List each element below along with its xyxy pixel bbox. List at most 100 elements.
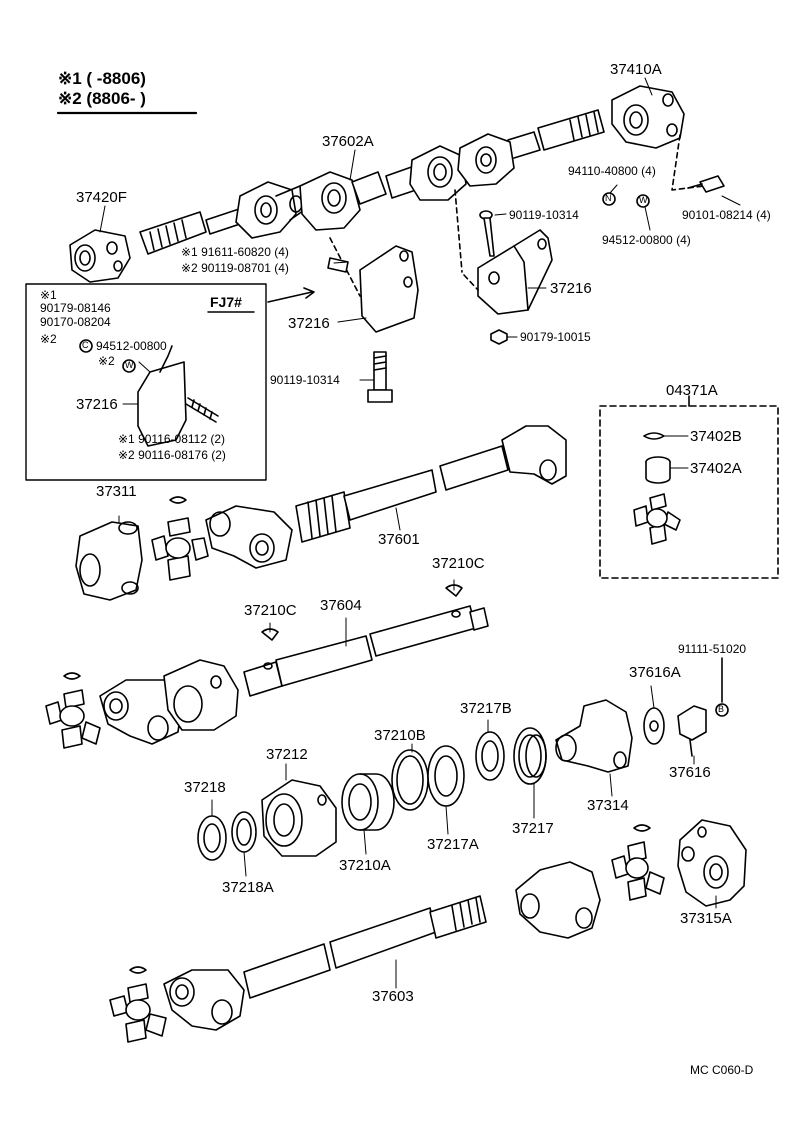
kit-04371A-box [599, 405, 779, 579]
flange-yoke-37314 [555, 699, 633, 773]
label-91111-51020: 91111-51020 [678, 642, 747, 656]
legend-line-2: ※2 (8806- ) [58, 89, 146, 108]
dashed-guide-mid [454, 189, 463, 273]
spline-shaft-top-right [537, 109, 605, 151]
label-37311: 37311 [96, 483, 137, 500]
spider-cross-4 [611, 841, 665, 901]
marker-b-circle [715, 703, 729, 717]
yoke-37604-left [99, 679, 183, 745]
bolt-91611 [327, 257, 349, 273]
snap-ring-3 [129, 966, 147, 974]
snap-ring-37402B [643, 432, 665, 440]
marker-n: N [605, 193, 612, 203]
shaft-37603 [243, 895, 487, 999]
label-90119-08701: ※2 90119-08701 (4) [181, 261, 289, 275]
dust-cover-37217 [513, 727, 547, 785]
nut-90179 [490, 329, 508, 345]
inset-marker-c-circle [79, 339, 93, 353]
dashed-guide-top-right [671, 134, 721, 191]
diagram-code: MC C060-D [690, 1063, 754, 1077]
yoke-37603-left [163, 969, 245, 1031]
bolt-90119-lower [367, 351, 393, 403]
shaft-37601 [295, 445, 509, 543]
label-37218: 37218 [184, 779, 226, 796]
spider-kit [633, 493, 681, 545]
yoke-37601-right [501, 425, 567, 485]
lock-plate-37616 [677, 705, 707, 757]
yoke-top-mid [299, 171, 361, 231]
snap-ring-1 [169, 496, 187, 504]
label-37402B: 37402B [690, 428, 742, 445]
slip-yoke-37604 [163, 659, 239, 731]
label-37210C-left: 37210C [244, 602, 297, 619]
bearing-cup-37402A [645, 456, 671, 484]
inset-arrow [267, 291, 313, 303]
inset-arrowhead [303, 287, 315, 299]
bolt-90101 [687, 175, 725, 193]
inset-stud [185, 397, 219, 423]
flange-37311 [75, 521, 143, 601]
inset-box [25, 283, 267, 481]
spider-cross-1 [151, 517, 209, 581]
flange-37410A [611, 85, 685, 149]
label-37210B: 37210B [374, 727, 426, 744]
label-37210A: 37210A [339, 857, 391, 874]
inset-star2: ※2 [40, 332, 57, 346]
bracket-37216-left [359, 245, 419, 333]
inset-title: FJ7# [210, 294, 242, 310]
yoke-37601 [205, 505, 293, 569]
label-90119-10314-lower: 90119-10314 [270, 373, 340, 387]
leader-lines [99, 77, 741, 989]
marker-w: W [639, 195, 648, 205]
inset-marker-w-circle [122, 359, 136, 373]
label-37315A: 37315A [680, 910, 732, 927]
inset-label-90116-08112: ※1 90116-08112 (2) [118, 432, 226, 446]
u-joint-top-right [457, 131, 541, 187]
inset-marker-c: C [82, 340, 89, 350]
washer-37616A [643, 707, 665, 745]
spider-cross-3 [109, 983, 167, 1043]
label-37216-left: 37216 [288, 315, 330, 332]
woodruff-key-1 [261, 628, 279, 641]
label-04371A: 04371A [666, 382, 718, 399]
label-37603: 37603 [372, 988, 414, 1005]
bracket-37216-right [477, 229, 553, 315]
washer-37217A [427, 745, 465, 807]
shaft-37604 [243, 605, 489, 697]
washer-37217B [475, 731, 505, 781]
inset-label-90170-08204: 90170-08204 [40, 315, 111, 329]
label-37402A: 37402A [690, 460, 742, 477]
snap-ring-2 [63, 672, 81, 680]
inset-marker-w: W [125, 360, 134, 370]
flange-yoke-37603-right [515, 861, 601, 939]
label-37212: 37212 [266, 746, 308, 763]
inset-label-37216: 37216 [76, 396, 118, 413]
legend-line-1: ※1 ( -8806) [58, 69, 146, 88]
seal-37218A [231, 811, 257, 853]
label-94110-40800: 94110-40800 (4) [568, 164, 656, 178]
label-37601: 37601 [378, 531, 420, 548]
flange-37420F [69, 229, 131, 283]
label-37604: 37604 [320, 597, 362, 614]
label-37217B: 37217B [460, 700, 512, 717]
label-37314: 37314 [587, 797, 629, 814]
label-37420F: 37420F [76, 189, 127, 206]
spider-cross-2 [45, 689, 101, 749]
marker-n-circle [602, 192, 616, 206]
label-90179-10015: 90179-10015 [520, 330, 591, 344]
label-37217A: 37217A [427, 836, 479, 853]
inset-label-90116-08176: ※2 90116-08176 (2) [118, 448, 226, 462]
snap-ring-4 [633, 824, 651, 832]
label-37217: 37217 [512, 820, 554, 837]
label-90119-10314-top: 90119-10314 [509, 208, 579, 222]
marker-b: B [718, 704, 725, 714]
label-37616A: 37616A [629, 664, 681, 681]
marker-w-circle [636, 194, 650, 208]
seal-37218 [197, 815, 227, 861]
inset-label-94512-00800: 94512-00800 [96, 339, 167, 353]
u-joint-top-left [235, 181, 311, 239]
flange-37315A [677, 819, 747, 907]
label-37602A: 37602A [322, 133, 374, 150]
